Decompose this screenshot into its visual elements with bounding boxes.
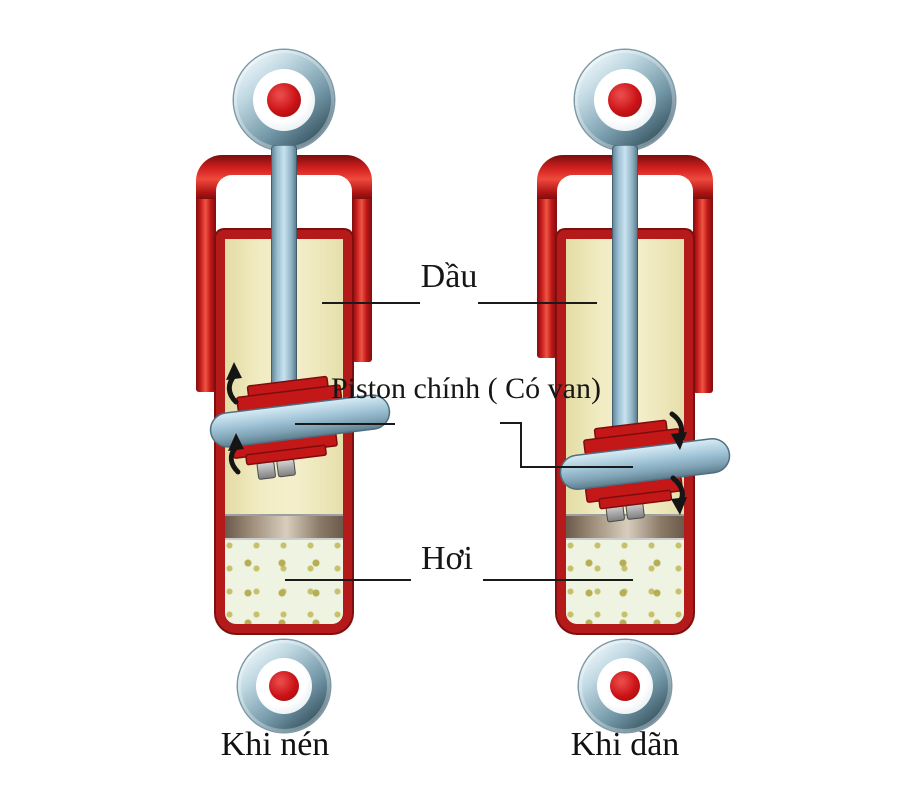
bottom-eyelet-icon xyxy=(579,640,671,732)
label-oil: Dầu xyxy=(420,258,478,295)
eyelet-bushing xyxy=(608,83,642,117)
caption-extension: Khi dãn xyxy=(570,726,680,763)
floating-piston-divider xyxy=(225,514,343,540)
arrow-down-icon xyxy=(669,411,687,515)
piston-body xyxy=(559,437,731,491)
outer-tube-left-bar xyxy=(196,199,216,392)
piston-body xyxy=(209,394,391,448)
piston-rod xyxy=(271,145,297,405)
top-eyelet-icon xyxy=(234,50,334,150)
bottom-eyelet-icon xyxy=(238,640,330,732)
piston-leader-right xyxy=(500,422,633,468)
top-eyelet-icon xyxy=(575,50,675,150)
outer-tube-left-bar xyxy=(537,199,557,358)
eyelet-bushing xyxy=(269,671,299,701)
outer-tube-right-bar xyxy=(693,199,713,393)
outer-tube-right-bar xyxy=(352,199,372,362)
gas-chamber xyxy=(225,540,343,624)
piston-core xyxy=(559,419,731,523)
valve-plate-bottom-flange xyxy=(245,444,327,466)
floating-piston-divider xyxy=(566,514,684,540)
piston-rod xyxy=(612,145,638,450)
piston-core xyxy=(209,375,391,480)
eyelet-bushing xyxy=(267,83,301,117)
gas-chamber xyxy=(566,540,684,624)
label-gas: Hơi xyxy=(421,540,473,577)
arrow-up-icon xyxy=(226,362,244,475)
eyelet-bushing xyxy=(610,671,640,701)
label-piston: Piston chính ( Có van) xyxy=(331,372,601,405)
caption-compression: Khi nén xyxy=(220,726,330,763)
valve-plate-bottom-flange xyxy=(598,489,673,510)
main-piston-assembly xyxy=(209,362,391,480)
main-piston-assembly xyxy=(559,411,731,523)
